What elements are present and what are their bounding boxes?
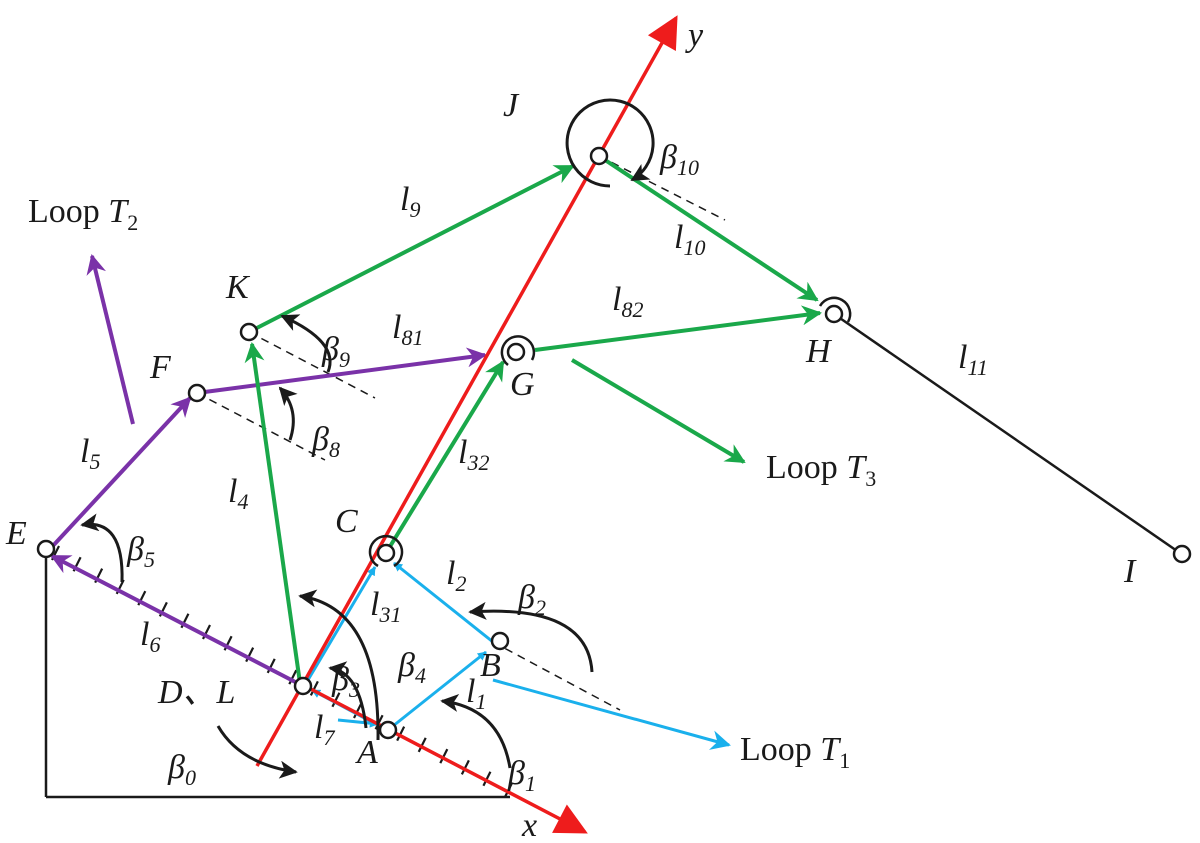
angle-labels: β0 β1 β2 β3 β4 β5 β8 β9 β10 [126, 139, 699, 796]
label-angle-beta3: β3 [331, 661, 360, 702]
loop-t1-pointer [492, 678, 731, 750]
label-point-A: A [355, 734, 378, 771]
label-loop-t2: Loop T2 [28, 193, 138, 235]
joint-G [506, 342, 526, 362]
joint-C [376, 543, 396, 563]
label-link-l7: l7 [314, 709, 335, 750]
label-link-l82: l82 [612, 281, 643, 322]
label-angle-beta10: β10 [659, 139, 699, 180]
label-link-l1: l1 [466, 673, 486, 714]
loop-t3-pointer [570, 358, 746, 464]
arc-beta2 [468, 601, 594, 673]
arc-beta3-inner [328, 661, 368, 729]
arc-beta8 [278, 386, 298, 441]
label-angle-beta5: β5 [126, 531, 155, 572]
joint-G-bracket [500, 335, 536, 366]
label-point-E: E [5, 515, 27, 552]
label-angle-beta0: β0 [167, 749, 196, 790]
angle-arcs [80, 98, 655, 779]
label-point-K: K [225, 269, 251, 306]
label-link-l9: l9 [400, 181, 420, 222]
link-labels: l1 l2 l31 l32 l4 l5 l6 l7 l81 l82 l9 l10… [80, 181, 988, 750]
label-link-l4: l4 [228, 473, 248, 514]
link-l9 [248, 164, 575, 334]
hatch-mark [396, 726, 406, 742]
hatch-mark [439, 748, 449, 764]
link-l32 [384, 360, 505, 555]
reference-dashes [196, 155, 726, 711]
label-point-C: C [335, 503, 358, 540]
label-link-l10: l10 [674, 219, 705, 260]
label-point-F: F [149, 349, 172, 386]
loop-t2-links [48, 254, 487, 688]
arc-beta3 [298, 589, 380, 741]
link-l6 [50, 554, 304, 688]
label-angle-beta1: β1 [507, 755, 536, 796]
joint-F [187, 383, 207, 403]
link-l11 [833, 312, 1181, 555]
joint-H-bracket [818, 296, 852, 323]
arc-beta0 [216, 725, 298, 779]
label-angle-beta4: β4 [397, 647, 426, 688]
label-link-l31: l31 [370, 586, 401, 627]
joint-A [378, 720, 398, 740]
label-link-l2: l2 [446, 555, 466, 596]
point-labels: A B C D、L E F G H I J K x y [5, 17, 1137, 843]
joint-E [36, 539, 56, 559]
hatch-mark [460, 759, 470, 775]
label-loop-t1: Loop T1 [740, 731, 850, 773]
joint-DL [293, 676, 313, 696]
hatch-mark [417, 737, 427, 753]
label-axis-x: x [521, 807, 537, 843]
label-angle-beta9: β9 [321, 331, 350, 372]
link-l10 [597, 154, 819, 302]
label-link-l11: l11 [958, 339, 988, 380]
joint-I [1172, 544, 1192, 564]
label-axis-y: y [685, 17, 704, 54]
joint-B [490, 631, 510, 651]
link-l2 [393, 561, 494, 644]
label-point-B: B [480, 647, 501, 684]
link-l4 [244, 342, 302, 684]
link-l31 [303, 566, 377, 686]
loop-t2-pointer [86, 254, 135, 425]
label-point-J: J [503, 87, 520, 124]
y-axis-line [255, 15, 678, 767]
hatch-mark [353, 703, 362, 719]
label-loop-t3: Loop T3 [766, 449, 876, 491]
coordinate-axes [255, 15, 678, 834]
hatch-mark [482, 771, 492, 787]
hatch-mark [504, 782, 513, 798]
label-link-l5: l5 [80, 433, 100, 474]
label-link-l6: l6 [140, 616, 160, 657]
hatch-mark [288, 669, 298, 685]
hatch-mark [331, 692, 341, 708]
label-angle-beta8: β8 [311, 421, 340, 462]
label-link-l32: l32 [458, 434, 489, 475]
arc-beta9 [280, 314, 332, 373]
joint-C-bracket [368, 534, 404, 568]
arc-beta10 [565, 98, 655, 188]
label-point-H: H [805, 333, 833, 370]
link-l82 [534, 305, 822, 352]
label-point-DL: D、L [157, 674, 235, 711]
loop-labels: Loop T2 Loop T3 Loop T1 [28, 193, 876, 773]
joint-H [824, 304, 844, 324]
joint-K [239, 322, 259, 342]
label-point-I: I [1123, 553, 1137, 590]
link-l5 [48, 396, 192, 551]
joints [36, 146, 1192, 740]
label-point-G: G [510, 366, 535, 403]
label-angle-beta2: β2 [517, 579, 546, 620]
arc-beta5 [80, 513, 124, 583]
label-link-l81: l81 [392, 309, 423, 350]
x-axis-line [304, 684, 588, 834]
joint-J [589, 146, 609, 166]
link-l1 [387, 650, 487, 732]
link-l81 [196, 347, 487, 395]
arc-beta1 [440, 694, 512, 769]
